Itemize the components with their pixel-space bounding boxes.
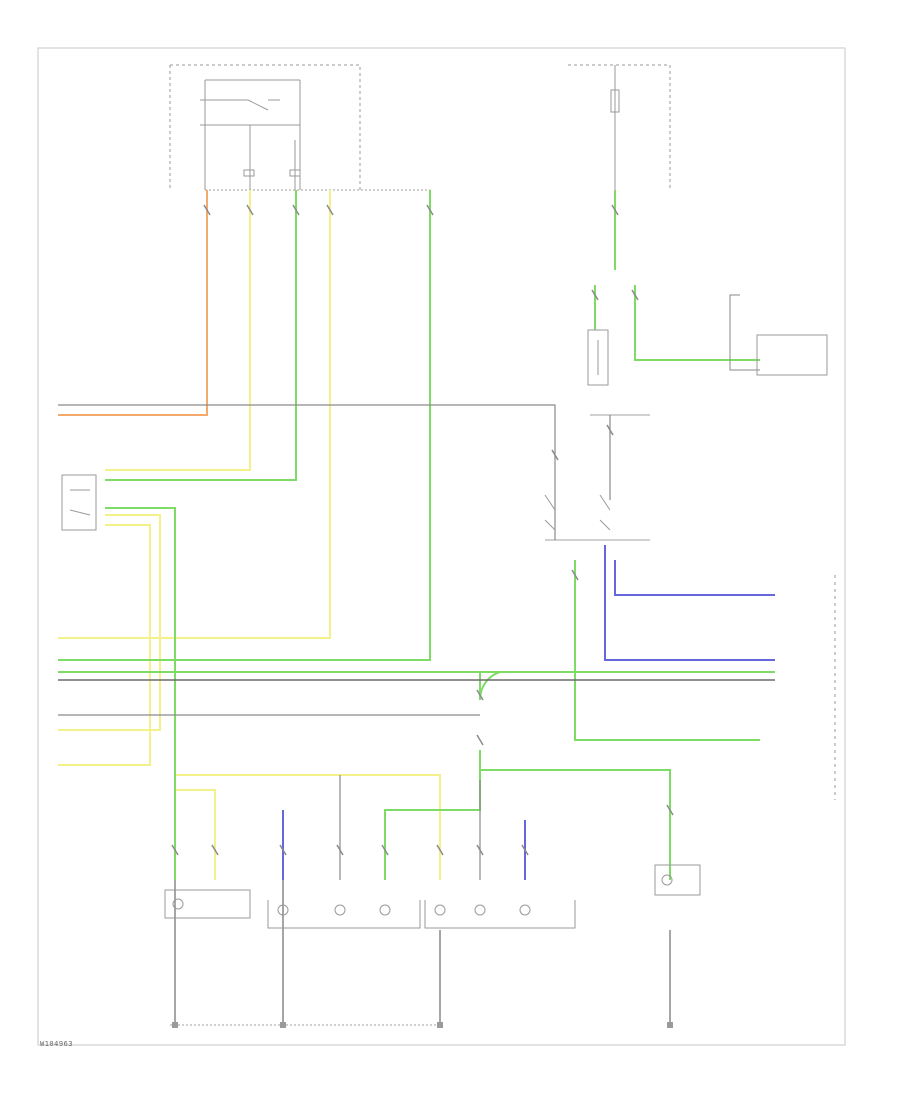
- left-switch-module: [61, 474, 97, 531]
- lamp-right: [654, 864, 701, 896]
- wire-orange: [58, 190, 208, 416]
- wire-green-3: [105, 507, 176, 880]
- right-connector-box: [756, 334, 836, 800]
- wire-yellow-4: [58, 514, 161, 731]
- wire-black-1: [58, 404, 556, 440]
- wire-yellow-6: [175, 789, 216, 880]
- bus-lines: [170, 189, 650, 1026]
- relay-block-upper: [587, 329, 609, 386]
- connector-ticks: [171, 204, 674, 856]
- diagram-border: [37, 47, 846, 1046]
- wire-green-1: [105, 190, 297, 481]
- wire-green-2: [58, 190, 431, 661]
- lamp-left: [164, 889, 251, 919]
- wire-blue-1: [604, 545, 775, 661]
- wire-black-12: [729, 294, 760, 371]
- relay-block-lower: [544, 494, 611, 531]
- lamp-center-right: [424, 900, 576, 929]
- wire-green-11: [479, 671, 501, 701]
- wire-green-10: [384, 760, 481, 880]
- wire-blue-2: [614, 560, 775, 596]
- wire-green-9: [479, 750, 671, 880]
- fuse-box-right: [568, 64, 671, 190]
- wire-green-8: [574, 560, 760, 741]
- wire-yellow-5: [175, 774, 441, 880]
- wire-yellow-3: [58, 524, 151, 766]
- wire-yellow-1: [105, 190, 251, 471]
- wire-yellow-2: [58, 190, 331, 639]
- page-code: W104963: [40, 1040, 74, 1048]
- wire-green-6: [634, 285, 760, 361]
- lamp-center-left: [267, 900, 421, 929]
- power-source-box: [169, 64, 361, 190]
- ground-points: [172, 1022, 673, 1028]
